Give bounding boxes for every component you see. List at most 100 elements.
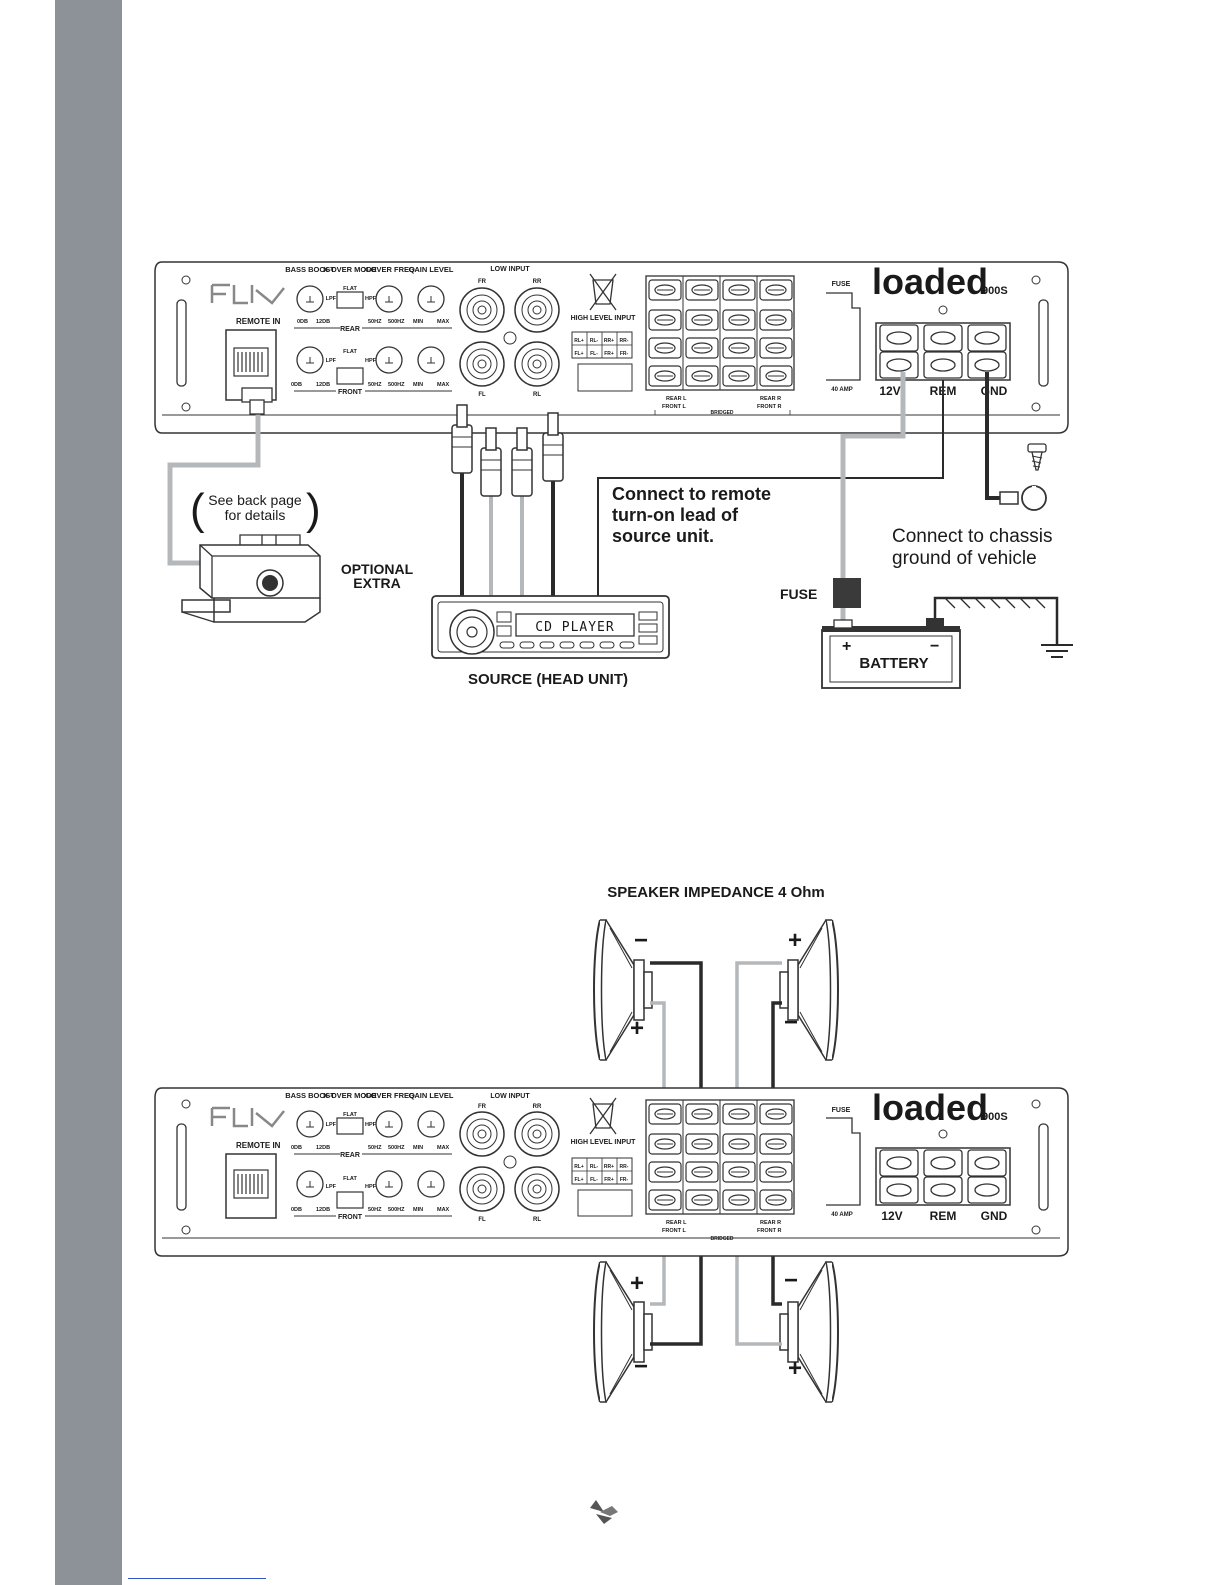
chassis-note-line1: Connect to chassis: [892, 526, 1053, 547]
rca-fl-jack[interactable]: [459, 341, 505, 387]
rear-lpf-label: LPF: [326, 296, 337, 302]
front-r-label-2: FRONT R: [757, 1228, 781, 1234]
remote-note-line3: source unit.: [612, 526, 714, 546]
rear-50hz-label-2: 50HZ: [368, 1145, 382, 1151]
rear-lpf-label-2: LPF: [326, 1122, 337, 1128]
hl-rr-minus-2: RR-: [620, 1164, 629, 1170]
rear-0db-label-2: 0DB: [291, 1145, 302, 1151]
rca-rr-jack[interactable]: [514, 287, 560, 333]
high-level-input-label-2: HIGH LEVEL INPUT: [571, 1139, 637, 1146]
rear-xover-mode-switch[interactable]: [336, 291, 364, 309]
hl-fr-minus: FR-: [620, 351, 629, 357]
bass-remote-knob-device[interactable]: [181, 534, 321, 623]
rear-min-label-2: MIN: [413, 1145, 423, 1151]
bridged-label-2: BRIDGED: [710, 1236, 733, 1242]
speaker-terminal-block-2: [645, 1099, 795, 1215]
see-back-line1: See back page: [208, 492, 302, 508]
cd-player-display-text: CD PLAYER: [535, 620, 614, 635]
power-12v-wire: [840, 372, 906, 620]
rear-hpf-label: HPF: [365, 296, 377, 302]
rear-max-label-2: MAX: [437, 1145, 450, 1151]
hl-fr-minus-2: FR-: [620, 1177, 629, 1183]
rear-500hz-label-2: 500HZ: [388, 1145, 405, 1151]
front-xover-mode-switch[interactable]: [336, 367, 364, 385]
battery-label: BATTERY: [859, 655, 928, 672]
power-terminal-block-2: [875, 1147, 1011, 1206]
hl-rl-plus: RL+: [574, 338, 584, 344]
bass-boost-label: BASS BOOST: [285, 265, 335, 274]
bracket-left: (: [190, 485, 205, 534]
page-sidebar-band: [55, 0, 122, 1585]
front-l-label: FRONT L: [662, 404, 686, 410]
fr-pos-wire: [735, 961, 782, 1103]
rear-max-label: MAX: [437, 319, 450, 325]
hl-rl-minus-2: RL-: [590, 1164, 599, 1170]
rca-cables: [451, 404, 564, 598]
front-0db-label: 0DB: [291, 382, 302, 388]
remote-connector-icon: [241, 387, 273, 415]
fl-neg-wire: [650, 961, 703, 1103]
ring-terminal-icon: [999, 485, 1047, 511]
top-amplifier-panel: REMOTE IN BASS BOOST X-OVER MODE X-OVER …: [154, 261, 1069, 434]
chassis-hatch: [944, 597, 1046, 609]
rca-rr-label-2: RR: [533, 1104, 542, 1110]
terminal-gnd-label: GND: [981, 384, 1008, 398]
fuse-label: FUSE: [832, 281, 851, 288]
bass-boost-label-2: BASS BOOST: [285, 1091, 335, 1100]
bottom-amplifier-panel: REMOTE IN BASS BOOST X-OVER MODE X-OVER …: [154, 1087, 1069, 1257]
rca-rr-label: RR: [533, 279, 542, 285]
battery-minus: −: [930, 638, 939, 655]
power-terminal-block: [875, 322, 1011, 381]
terminal-12v-label: 12V: [879, 384, 900, 398]
rear-section-label-2: REAR: [340, 1152, 360, 1159]
rear-bass-boost-knob[interactable]: [296, 285, 324, 313]
model-label-2: 900S: [982, 1111, 1008, 1123]
front-500hz-label-2: 500HZ: [388, 1207, 405, 1213]
rl-minus-label: −: [634, 1353, 648, 1380]
hl-rl-plus-2: RL+: [574, 1164, 584, 1170]
xover-mode-label-2: X-OVER MODE: [323, 1091, 376, 1100]
remote-cable: [167, 410, 261, 566]
battery-ground-wire: [933, 596, 1059, 645]
rr-plus-label: +: [788, 1355, 802, 1382]
front-section-label-2: FRONT: [338, 1214, 363, 1221]
front-lpf-label-2: LPF: [326, 1184, 337, 1190]
front-bass-boost-knob[interactable]: [296, 346, 324, 374]
front-50hz-label: 50HZ: [368, 382, 382, 388]
front-flat-label-2: FLAT: [343, 1176, 357, 1182]
bridged-label: BRIDGED: [710, 410, 733, 416]
rca-rl-jack[interactable]: [514, 341, 560, 387]
rear-xover-freq-knob[interactable]: [375, 285, 403, 313]
brand-logo-text-2: loaded: [872, 1087, 988, 1128]
fl-minus-label: −: [634, 927, 648, 954]
remote-note-line2: turn-on lead of: [612, 505, 739, 525]
fli-logo-icon-2: [210, 1106, 285, 1128]
rear-l-label-2: REAR L: [666, 1220, 687, 1226]
fuse-40amp-label: 40 AMP: [831, 387, 852, 393]
rca-fl-label: FL: [478, 392, 486, 398]
footer-fly-logo-icon: [590, 1500, 618, 1524]
hl-rl-minus: RL-: [590, 338, 599, 344]
rear-12db-label-2: 12DB: [316, 1145, 330, 1151]
front-xover-freq-knob[interactable]: [375, 346, 403, 374]
model-label: 900S: [982, 285, 1008, 297]
front-gain-knob[interactable]: [417, 346, 445, 374]
rear-gain-knob[interactable]: [417, 285, 445, 313]
hl-rr-plus-2: RR+: [604, 1164, 614, 1170]
low-input-label: LOW INPUT: [490, 266, 530, 273]
optional-extra-line1: OPTIONAL: [341, 561, 414, 577]
remote-in-label: REMOTE IN: [236, 317, 281, 326]
gain-level-label-2: GAIN LEVEL: [408, 1091, 453, 1100]
rear-hpf-label-2: HPF: [365, 1122, 377, 1128]
high-level-input-port[interactable]: [577, 363, 633, 392]
hl-fl-minus-2: FL-: [590, 1177, 598, 1183]
rear-min-label: MIN: [413, 319, 423, 325]
xover-freq-label-2: X-OVER FREQ: [363, 1091, 415, 1100]
remote-note-line1: Connect to remote: [612, 484, 771, 504]
front-max-label: MAX: [437, 382, 450, 388]
rear-12db-label: 12DB: [316, 319, 330, 325]
rear-r-label-2: REAR R: [760, 1220, 781, 1226]
rca-fr-jack[interactable]: [459, 287, 505, 333]
gain-level-label: GAIN LEVEL: [408, 265, 453, 274]
see-back-line2: for details: [225, 507, 286, 523]
